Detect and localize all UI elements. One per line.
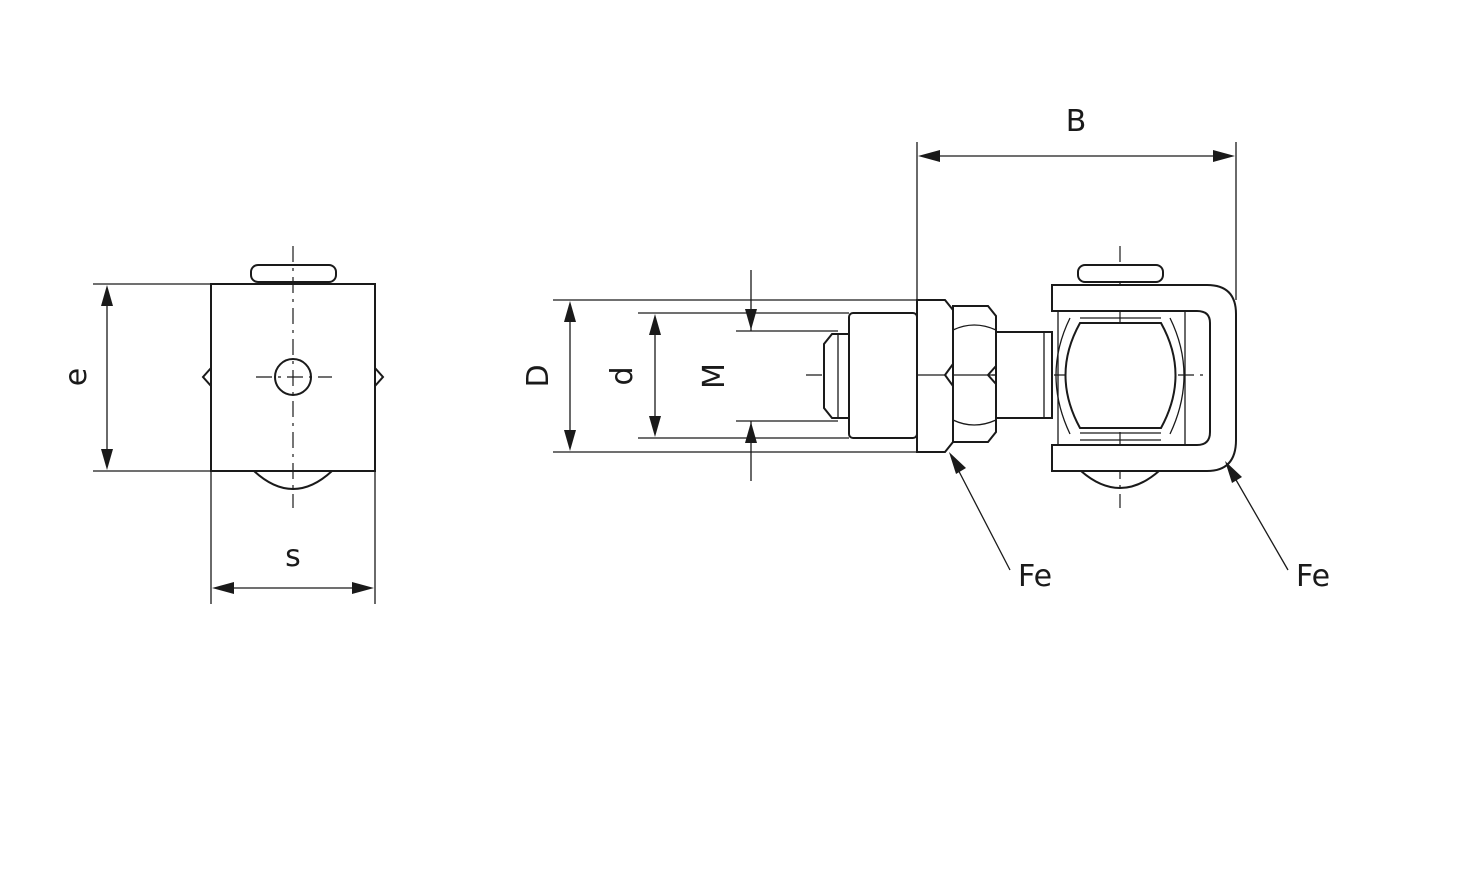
u-bracket	[1051, 284, 1237, 472]
end-view-bottom-pin	[253, 470, 333, 490]
dimension-M-label: M	[697, 363, 732, 389]
long-nut	[848, 312, 918, 439]
bracket-bottom-pin	[1080, 470, 1160, 489]
dimension-M: M	[697, 270, 838, 481]
hex-nut	[952, 305, 997, 443]
dimension-s: s	[210, 471, 376, 604]
dimension-D-label: D	[521, 364, 556, 387]
dimension-e-label: e	[59, 368, 94, 386]
leader-fe-bracket: Fe	[1225, 461, 1330, 594]
bracket-top-washer	[1077, 264, 1164, 283]
collar-flange	[916, 299, 954, 453]
dimension-d: d	[605, 312, 849, 439]
dimension-B: B	[916, 104, 1237, 300]
dimension-d-label: d	[605, 366, 640, 385]
leader-fe-nut-label: Fe	[1018, 559, 1052, 594]
side-view	[806, 246, 1237, 508]
dimension-D: D	[521, 299, 917, 453]
dimension-B-label: B	[1066, 104, 1087, 139]
leader-fe-bracket-label: Fe	[1296, 559, 1330, 594]
ball-joint	[1064, 322, 1177, 429]
leader-fe-nut: Fe	[949, 452, 1052, 594]
end-view	[201, 246, 385, 508]
thread-tip	[823, 333, 851, 419]
end-view-right-point	[374, 367, 385, 387]
dimension-e: e	[59, 283, 211, 472]
end-view-left-point	[201, 367, 212, 387]
dimension-s-label: s	[285, 539, 301, 574]
shaft	[995, 331, 1053, 419]
